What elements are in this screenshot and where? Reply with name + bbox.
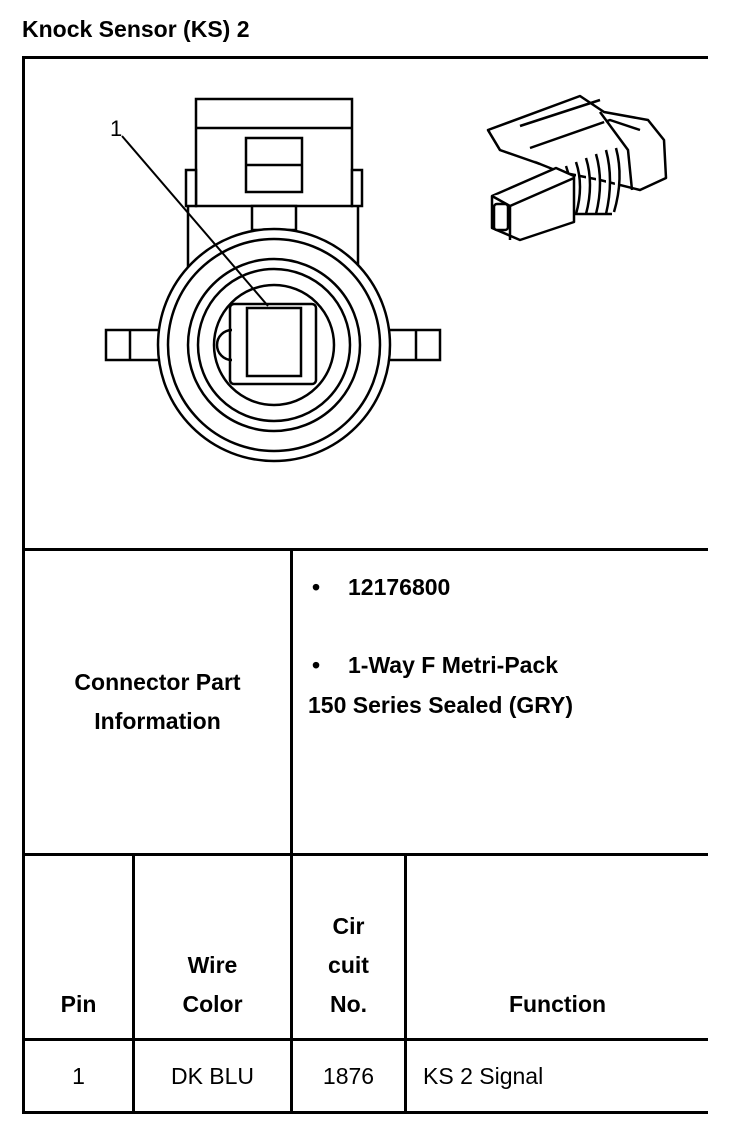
callout-label-1: 1 <box>110 116 122 141</box>
part-number-item: • 12176800 <box>308 567 698 607</box>
row-circuit-no: 1876 <box>322 1062 375 1089</box>
row-pin: 1 <box>72 1062 85 1089</box>
bullet-glyph: • <box>312 652 321 678</box>
row-wire-color: DK BLU <box>170 1062 255 1089</box>
connector-table-frame <box>22 56 708 1114</box>
header-pin: Pin <box>60 991 97 1017</box>
connector-info-label: Connector Part Information <box>25 551 290 853</box>
divider-col-wire <box>290 853 293 1114</box>
bullet-glyph: • <box>312 574 321 600</box>
connector-face-diagram <box>104 97 442 463</box>
connector-info-label-line1: Connector Part <box>74 669 241 695</box>
row-function: KS 2 Signal <box>423 1062 544 1089</box>
page-title: Knock Sensor (KS) 2 <box>22 16 250 42</box>
description-line1: 1-Way F Metri-Pack <box>348 652 559 678</box>
connector-info-values: • 12176800 • 1-Way F Metri-Pack 150 Seri… <box>308 567 698 725</box>
divider-diagram-bottom <box>22 548 708 551</box>
header-wire-color: Wire Color <box>182 952 243 1017</box>
divider-info-column <box>290 548 293 856</box>
description-item: • 1-Way F Metri-Pack <box>308 645 698 685</box>
part-number: 12176800 <box>348 574 451 600</box>
divider-header-bottom <box>22 1038 708 1041</box>
connector-info-label-line2: Information <box>94 708 221 734</box>
description-line2: 150 Series Sealed (GRY) <box>308 692 574 718</box>
header-function: Function <box>508 991 607 1017</box>
header-circuit-no: Cir cuit No. <box>328 913 369 1017</box>
divider-col-circuit <box>404 853 407 1114</box>
divider-col-pin <box>132 853 135 1114</box>
divider-info-bottom <box>22 853 708 856</box>
connector-isometric-view <box>486 94 668 242</box>
